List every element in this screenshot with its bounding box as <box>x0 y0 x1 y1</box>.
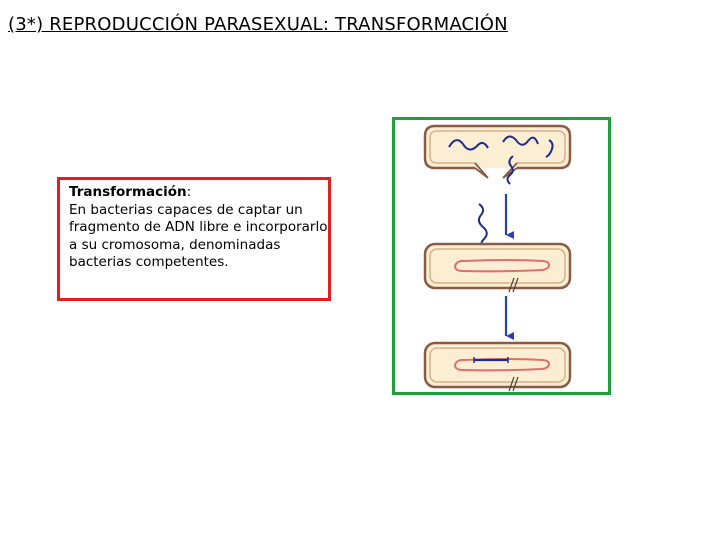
definition-colon: : <box>186 184 192 200</box>
recipient-cell <box>423 242 572 293</box>
membrane-notch <box>508 277 519 293</box>
membrane-notch <box>508 376 519 392</box>
free-dna-fragment <box>477 203 488 249</box>
dna-fragment <box>545 139 554 158</box>
dna-fragment <box>506 155 514 185</box>
lysis-opening-right <box>502 162 518 179</box>
page-title: (3*) REPRODUCCIÓN PARASEXUAL: TRANSFORMA… <box>8 14 508 35</box>
transformation-diagram <box>423 124 572 392</box>
transformation-figure <box>392 117 611 395</box>
donor-cell-wall <box>423 124 572 170</box>
transformed-cell-wall <box>423 341 572 389</box>
definition-text: En bacterias capaces de captar un fragme… <box>69 201 328 271</box>
definition-term: Transformación <box>69 184 187 200</box>
donor-cell-inner <box>429 130 566 164</box>
recipient-chromosome <box>453 259 551 273</box>
donor-cell <box>423 124 572 179</box>
transformed-cell <box>423 341 572 392</box>
dna-fragment <box>448 139 489 151</box>
recombinant-chromosome <box>453 358 551 372</box>
lysis-opening-left <box>474 162 489 179</box>
definition-box: Transformación: En bacterias capaces de … <box>57 177 331 301</box>
dna-fragments <box>448 135 554 185</box>
dna-fragment <box>502 135 539 146</box>
recipient-cell-wall <box>423 242 572 290</box>
